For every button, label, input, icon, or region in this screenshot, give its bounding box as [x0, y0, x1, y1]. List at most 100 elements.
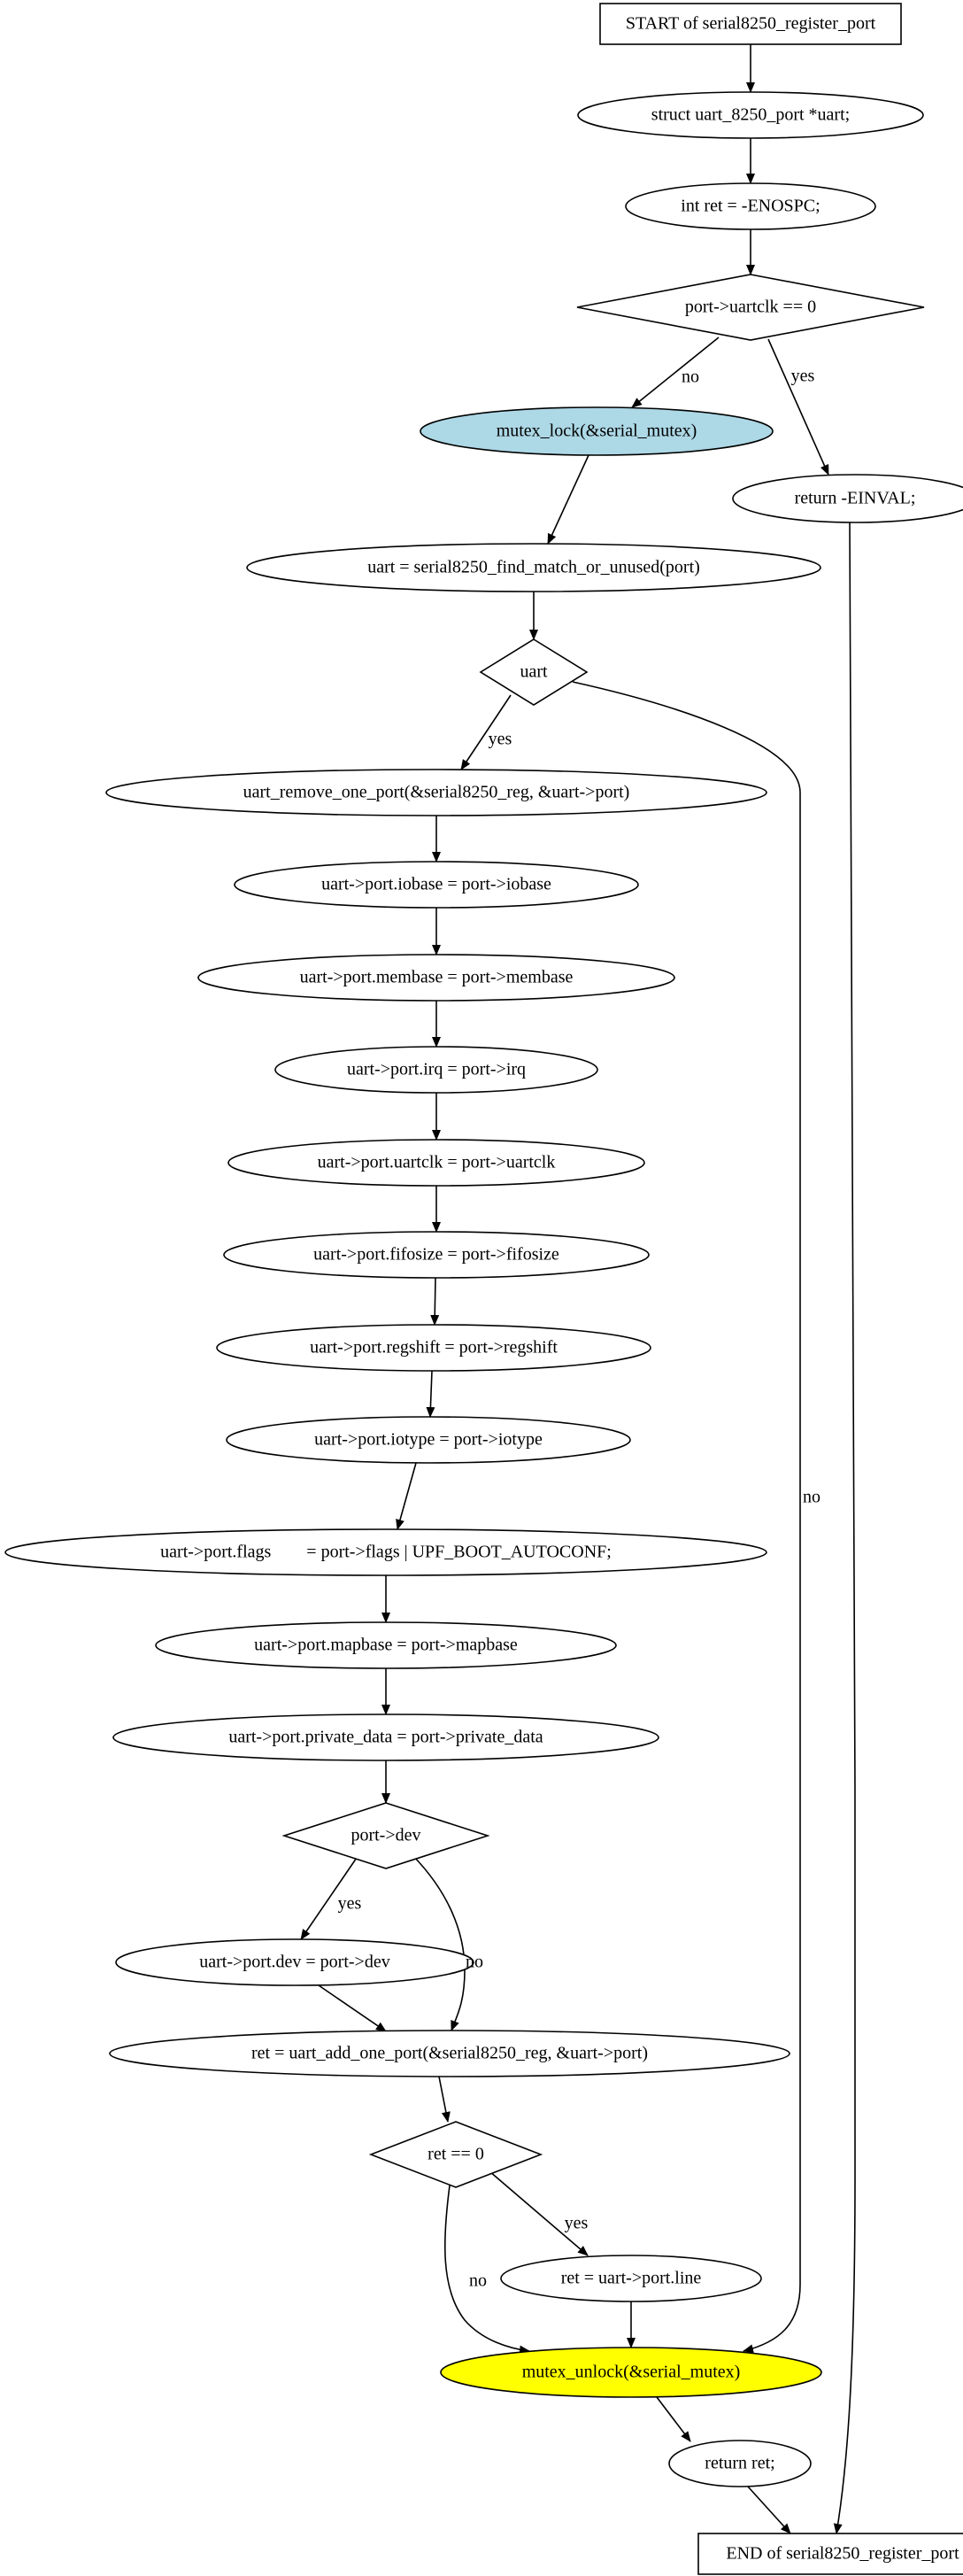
node-n6-ellipse: uart->port.membase = port->membase — [197, 954, 675, 1002]
edge-d4-unlock — [443, 2185, 530, 2355]
node-d1-diamond-shape — [576, 274, 925, 341]
edge-unlock-n18 — [656, 2396, 691, 2442]
node-einval-ellipse: return -EINVAL; — [732, 474, 963, 523]
edge-d3-n16 — [412, 1854, 466, 2031]
node-n12-ellipse: uart->port.flags = port->flags | UPF_BOO… — [4, 1528, 767, 1576]
node-n1-ellipse: struct uart_8250_port *uart; — [577, 91, 924, 139]
node-n9-label: uart->port.fifosize = port->fifosize — [313, 1245, 559, 1265]
node-lock-ellipse: mutex_lock(&serial_mutex) — [420, 406, 774, 456]
node-n8-ellipse-shape — [227, 1139, 645, 1187]
node-n13-label: uart->port.mapbase = port->mapbase — [254, 1636, 518, 1655]
node-n5-ellipse-shape — [234, 861, 639, 909]
edge-n11-n12 — [396, 1462, 417, 1530]
node-d3-label: port->dev — [351, 1826, 420, 1845]
node-n15-label: uart->port.dev = port->dev — [199, 1953, 389, 1972]
node-n1-label: struct uart_8250_port *uart; — [651, 105, 850, 125]
node-d2-diamond-shape — [479, 638, 589, 706]
edge-d1-einval — [767, 338, 829, 476]
node-n8-ellipse: uart->port.uartclk = port->uartclk — [227, 1139, 645, 1187]
node-n17-ellipse-shape — [500, 2255, 762, 2302]
node-n3-label: uart = serial8250_find_match_or_unused(p… — [367, 558, 700, 577]
node-d2-diamond: uart — [479, 638, 589, 706]
edge-label-d3-n15: yes — [338, 1894, 362, 1914]
node-lock-label: mutex_lock(&serial_mutex) — [497, 422, 697, 441]
node-n15-ellipse: uart->port.dev = port->dev — [115, 1938, 474, 1986]
node-n15-ellipse-shape — [115, 1938, 474, 1986]
node-n10-label: uart->port.regshift = port->regshift — [310, 1338, 558, 1358]
node-n4-ellipse-shape — [105, 769, 767, 816]
node-n10-ellipse-shape — [216, 1324, 651, 1372]
node-start-box: START of serial8250_register_port — [599, 3, 902, 45]
node-n9-ellipse-shape — [223, 1231, 650, 1279]
node-d3-diamond-shape — [281, 1802, 490, 1869]
node-n18-ellipse: return ret; — [668, 2440, 812, 2487]
node-n16-ellipse-shape — [109, 2030, 790, 2077]
edge-label-d1-lock: no — [682, 367, 699, 387]
node-d4-diamond-shape — [368, 2121, 543, 2188]
node-n14-label: uart->port.private_data = port->private_… — [228, 1728, 543, 1747]
node-n10-ellipse: uart->port.regshift = port->regshift — [216, 1324, 651, 1372]
edge-n15-n16 — [318, 1984, 387, 2032]
node-n16-ellipse: ret = uart_add_one_port(&serial8250_reg,… — [109, 2030, 790, 2077]
node-n7-label: uart->port.irq = port->irq — [347, 1060, 526, 1079]
node-n7-ellipse-shape — [274, 1046, 598, 1094]
edge-label-d4-n17: yes — [565, 2214, 589, 2233]
edge-label-d4-unlock: no — [469, 2271, 487, 2291]
node-n2-ellipse: int ret = -ENOSPC; — [625, 182, 876, 230]
node-unlock-ellipse: mutex_unlock(&serial_mutex) — [440, 2347, 822, 2398]
node-n11-ellipse-shape — [226, 1416, 631, 1464]
node-n2-label: int ret = -ENOSPC; — [681, 197, 820, 216]
node-unlock-ellipse-shape — [440, 2347, 822, 2398]
edge-d3-n15 — [300, 1852, 361, 1940]
edge-label-d3-n16: no — [466, 1953, 483, 1972]
node-n4-ellipse: uart_remove_one_port(&serial8250_reg, &u… — [105, 769, 767, 816]
node-n18-ellipse-shape — [668, 2440, 812, 2487]
node-d1-label: port->uartclk == 0 — [685, 298, 816, 317]
node-lock-ellipse-shape — [420, 406, 774, 456]
node-n8-label: uart->port.uartclk = port->uartclk — [318, 1153, 556, 1172]
node-n2-ellipse-shape — [625, 182, 876, 230]
edge-label-d2-n4: yes — [489, 730, 512, 749]
node-einval-ellipse-shape — [732, 474, 963, 523]
node-n13-ellipse: uart->port.mapbase = port->mapbase — [155, 1621, 617, 1669]
node-einval-label: return -EINVAL; — [795, 489, 916, 508]
edge-n10-n11 — [426, 1370, 435, 1418]
node-d3-diamond: port->dev — [281, 1802, 490, 1869]
node-end-box-shape — [697, 2533, 963, 2575]
node-n11-ellipse: uart->port.iotype = port->iotype — [226, 1416, 631, 1464]
node-end-box: END of serial8250_register_port — [697, 2533, 963, 2575]
node-d1-diamond: port->uartclk == 0 — [576, 274, 925, 341]
node-start-label: START of serial8250_register_port — [626, 14, 876, 34]
node-d4-diamond: ret == 0 — [368, 2121, 543, 2188]
node-n5-ellipse: uart->port.iobase = port->iobase — [234, 861, 639, 909]
edge-d4-n17 — [489, 2170, 589, 2256]
node-d2-label: uart — [520, 662, 548, 682]
node-n12-ellipse-shape — [4, 1528, 767, 1576]
node-n6-ellipse-shape — [197, 954, 675, 1002]
node-n3-ellipse: uart = serial8250_find_match_or_unused(p… — [246, 543, 821, 592]
node-n12-label: uart->port.flags = port->flags | UPF_BOO… — [160, 1543, 612, 1562]
node-end-label: END of serial8250_register_port — [726, 2544, 959, 2564]
edge-einval-end — [833, 522, 856, 2534]
node-start-box-shape — [599, 3, 902, 45]
edge-d1-lock — [631, 337, 720, 408]
node-n16-label: ret = uart_add_one_port(&serial8250_reg,… — [251, 2044, 648, 2063]
node-n13-ellipse-shape — [155, 1621, 617, 1669]
node-n7-ellipse: uart->port.irq = port->irq — [274, 1046, 598, 1094]
edge-d2-unlock — [572, 681, 801, 2354]
node-n17-ellipse: ret = uart->port.line — [500, 2255, 762, 2302]
node-n17-label: ret = uart->port.line — [561, 2269, 702, 2288]
edge-d2-n4 — [460, 694, 512, 770]
node-unlock-label: mutex_unlock(&serial_mutex) — [522, 2363, 741, 2382]
edge-n18-end — [747, 2486, 791, 2534]
node-n1-ellipse-shape — [577, 91, 924, 139]
node-n5-label: uart->port.iobase = port->iobase — [321, 875, 551, 894]
edge-label-d1-einval: yes — [791, 367, 815, 386]
node-n4-label: uart_remove_one_port(&serial8250_reg, &u… — [243, 783, 630, 802]
node-n3-ellipse-shape — [246, 543, 821, 592]
edge-lock-n3 — [547, 454, 589, 545]
edge-label-d2-unlock: no — [803, 1488, 820, 1507]
node-d4-label: ret == 0 — [428, 2145, 484, 2164]
edge-n16-d4 — [438, 2076, 451, 2123]
